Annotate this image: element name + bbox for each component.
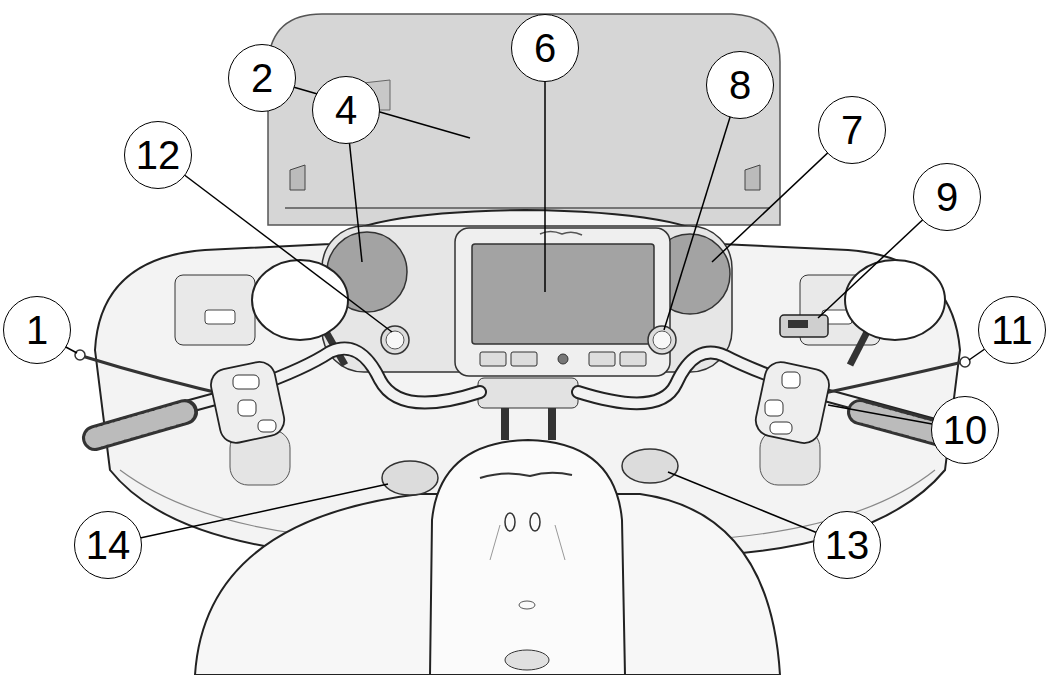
callout-circle: 2: [228, 44, 296, 112]
callout-circle: 12: [124, 121, 192, 189]
callout-number: 4: [335, 90, 357, 130]
callout-circle: 6: [511, 14, 579, 82]
callout-circle: 11: [978, 296, 1046, 364]
callout-number: 14: [86, 525, 131, 565]
callout-number: 9: [936, 177, 958, 217]
callout-number: 10: [943, 410, 988, 450]
callout-circle: 4: [312, 76, 380, 144]
callout-number: 13: [825, 525, 870, 565]
callout-circle: 10: [931, 396, 999, 464]
callout-number: 12: [136, 135, 181, 175]
callout-circle: 8: [706, 51, 774, 119]
callout-circle: 13: [813, 511, 881, 579]
callout-circle: 9: [913, 163, 981, 231]
callout-circle: 7: [818, 96, 886, 164]
callout-number: 2: [251, 58, 273, 98]
callout-circle: 1: [3, 296, 71, 364]
callout-number: 1: [26, 310, 48, 350]
callout-number: 6: [534, 28, 556, 68]
callout-circle: 14: [74, 511, 142, 579]
callout-number: 11: [991, 310, 1033, 350]
callout-number: 8: [729, 65, 751, 105]
callout-number: 7: [841, 110, 863, 150]
